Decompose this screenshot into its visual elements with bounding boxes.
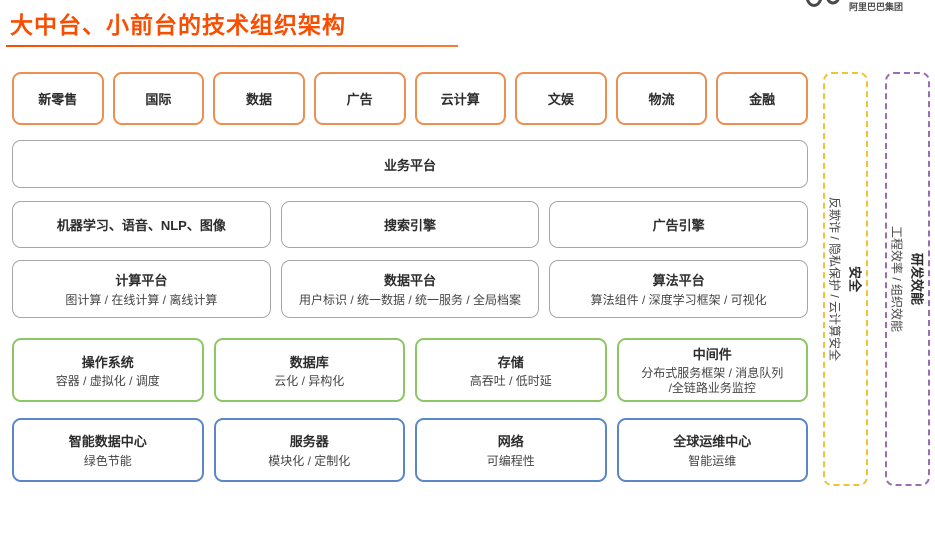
- rd-efficiency-column-text: 研发效能 工程效率 / 组织效能: [888, 72, 927, 486]
- box-subtitle: 用户标识 / 统一数据 / 统一服务 / 全局档案: [299, 293, 522, 307]
- box-title: 智能数据中心: [68, 434, 147, 449]
- infrastructure-row: 操作系统 容器 / 虚拟化 / 调度 数据库 云化 / 异构化 存储 高吞吐 /…: [12, 338, 808, 402]
- architecture-grid: 新零售 国际 数据 广告 云计算 文娱 物流 金融 业务平台 机器学习、语音、N…: [12, 72, 809, 482]
- logo-smile-icon: [826, 0, 840, 5]
- engine-box: 广告引擎: [549, 201, 809, 248]
- business-unit-box: 金融: [716, 72, 808, 125]
- box-subtitle: 绿色节能: [83, 454, 132, 468]
- infra-box: 存储 高吞吐 / 低时延: [415, 338, 607, 402]
- box-label: 物流: [648, 92, 675, 107]
- datacenter-box: 智能数据中心 绿色节能: [12, 418, 204, 482]
- box-label: 金融: [749, 92, 776, 107]
- business-unit-box: 物流: [615, 72, 708, 125]
- datacenter-box: 服务器 模块化 / 定制化: [213, 418, 405, 482]
- box-title: 中间件: [692, 347, 732, 362]
- box-title: 全球运维中心: [673, 434, 752, 449]
- box-title: 网络: [497, 434, 524, 449]
- column-title: 研发效能: [909, 252, 924, 305]
- datacenter-box: 网络 可编程性: [415, 418, 607, 482]
- box-label: 业务平台: [383, 157, 436, 173]
- infra-box: 操作系统 容器 / 虚拟化 / 调度: [12, 338, 204, 402]
- business-unit-box: 广告: [313, 72, 406, 125]
- box-subtitle-line2: /全链路业务监控: [668, 381, 756, 395]
- business-units-row: 新零售 国际 数据 广告 云计算 文娱 物流 金融: [12, 72, 808, 125]
- box-label: 数据: [246, 92, 273, 107]
- column-subtitle: 反欺诈 / 隐私保护 / 云计算安全: [827, 196, 841, 361]
- box-title: 操作系统: [81, 354, 134, 370]
- box-subtitle: 模块化 / 定制化: [268, 454, 351, 468]
- column-subtitle: 工程效率 / 组织效能: [889, 225, 903, 332]
- box-subtitle: 云化 / 异构化: [274, 373, 345, 388]
- box-subtitle: 图计算 / 在线计算 / 离线计算: [65, 293, 218, 307]
- engine-box: 搜索引擎: [280, 201, 540, 248]
- platform-box: 数据平台 用户标识 / 统一数据 / 统一服务 / 全局档案: [280, 260, 540, 318]
- box-subtitle: 智能运维: [688, 454, 737, 468]
- box-subtitle: 高吞吐 / 低时延: [469, 373, 552, 388]
- logo-text: 阿里巴巴集团: [849, 1, 903, 12]
- box-label: 新零售: [38, 92, 78, 107]
- platform-box: 算法平台 算法组件 / 深度学习框架 / 可视化: [549, 260, 809, 318]
- box-subtitle: 容器 / 虚拟化 / 调度: [55, 373, 160, 388]
- business-platform-box: 业务平台: [12, 140, 808, 188]
- security-column: 安全 反欺诈 / 隐私保护 / 云计算安全: [823, 72, 868, 486]
- title-underline: [6, 45, 458, 47]
- box-label: 广告引擎: [652, 218, 705, 233]
- business-unit-box: 新零售: [12, 72, 104, 125]
- business-unit-box: 文娱: [515, 72, 607, 125]
- box-label: 云计算: [440, 92, 480, 107]
- box-title: 数据库: [289, 354, 329, 370]
- security-column-text: 安全 反欺诈 / 隐私保护 / 云计算安全: [826, 72, 865, 486]
- business-unit-box: 云计算: [414, 72, 507, 125]
- rd-efficiency-column: 研发效能 工程效率 / 组织效能: [885, 72, 930, 486]
- box-label: 文娱: [547, 92, 574, 107]
- datacenter-box: 全球运维中心 智能运维: [616, 418, 808, 482]
- box-label: 搜索引擎: [384, 218, 437, 233]
- engines-row: 机器学习、语音、NLP、图像 搜索引擎 广告引擎: [12, 201, 809, 248]
- box-title: 存储: [497, 354, 524, 370]
- box-subtitle: 分布式服务框架 / 消息队列: [641, 366, 784, 380]
- infra-box: 数据库 云化 / 异构化: [213, 338, 405, 402]
- engine-box: 机器学习、语音、NLP、图像: [12, 201, 271, 248]
- box-label: 机器学习、语音、NLP、图像: [56, 218, 226, 233]
- platforms-row: 计算平台 图计算 / 在线计算 / 离线计算 数据平台 用户标识 / 统一数据 …: [12, 260, 809, 318]
- platform-box: 计算平台 图计算 / 在线计算 / 离线计算: [12, 260, 271, 318]
- box-label: 广告: [346, 92, 373, 107]
- column-title: 安全: [847, 265, 862, 292]
- box-title: 服务器: [289, 434, 329, 449]
- logo-smile-icon: [806, 0, 822, 7]
- box-subtitle: 算法组件 / 深度学习框架 / 可视化: [590, 293, 767, 307]
- business-unit-box: 国际: [112, 72, 205, 125]
- box-label: 国际: [145, 92, 172, 107]
- business-unit-box: 数据: [213, 72, 305, 125]
- box-title: 数据平台: [384, 273, 437, 288]
- box-title: 计算平台: [115, 273, 168, 288]
- page-title: 大中台、小前台的技术组织架构: [10, 12, 346, 38]
- alibaba-logo-graphic: 阿里巴巴集团: [806, 0, 903, 12]
- business-platform-row: 业务平台: [12, 140, 808, 188]
- alibaba-logo: 阿里巴巴集团: [803, 0, 931, 13]
- box-title: 算法平台: [652, 273, 705, 288]
- infra-box: 中间件 分布式服务框架 / 消息队列 /全链路业务监控: [616, 338, 808, 402]
- box-subtitle: 可编程性: [486, 454, 535, 468]
- datacenter-row: 智能数据中心 绿色节能 服务器 模块化 / 定制化 网络 可编程性 全球运维中心…: [12, 418, 808, 482]
